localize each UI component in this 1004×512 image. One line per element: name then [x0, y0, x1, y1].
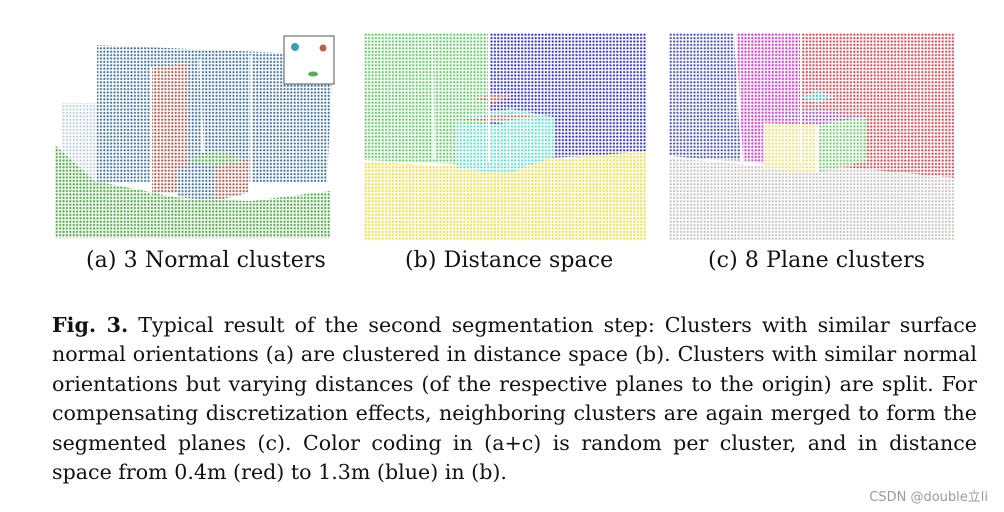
- point-cloud-plane-clusters: [669, 33, 954, 240]
- panel-b-distance-space: [364, 33, 646, 240]
- figure-label: Fig. 3.: [52, 313, 129, 337]
- watermark: CSDN @double立li: [869, 490, 988, 505]
- subcaption-a: (a) 3 Normal clusters: [86, 248, 326, 273]
- subcaption-c: (c) 8 Plane clusters: [708, 248, 926, 273]
- panel-c-plane-clusters: [669, 33, 954, 240]
- figure-caption: Fig. 3. Typical result of the second seg…: [52, 311, 977, 487]
- point-cloud-distance-space: [364, 33, 646, 240]
- subcaption-b: (b) Distance space: [405, 248, 614, 273]
- figure-caption-text: Typical result of the second segmentatio…: [52, 313, 977, 485]
- panel-a-normal-clusters: [55, 33, 338, 240]
- point-cloud-normal-clusters: [55, 35, 335, 238]
